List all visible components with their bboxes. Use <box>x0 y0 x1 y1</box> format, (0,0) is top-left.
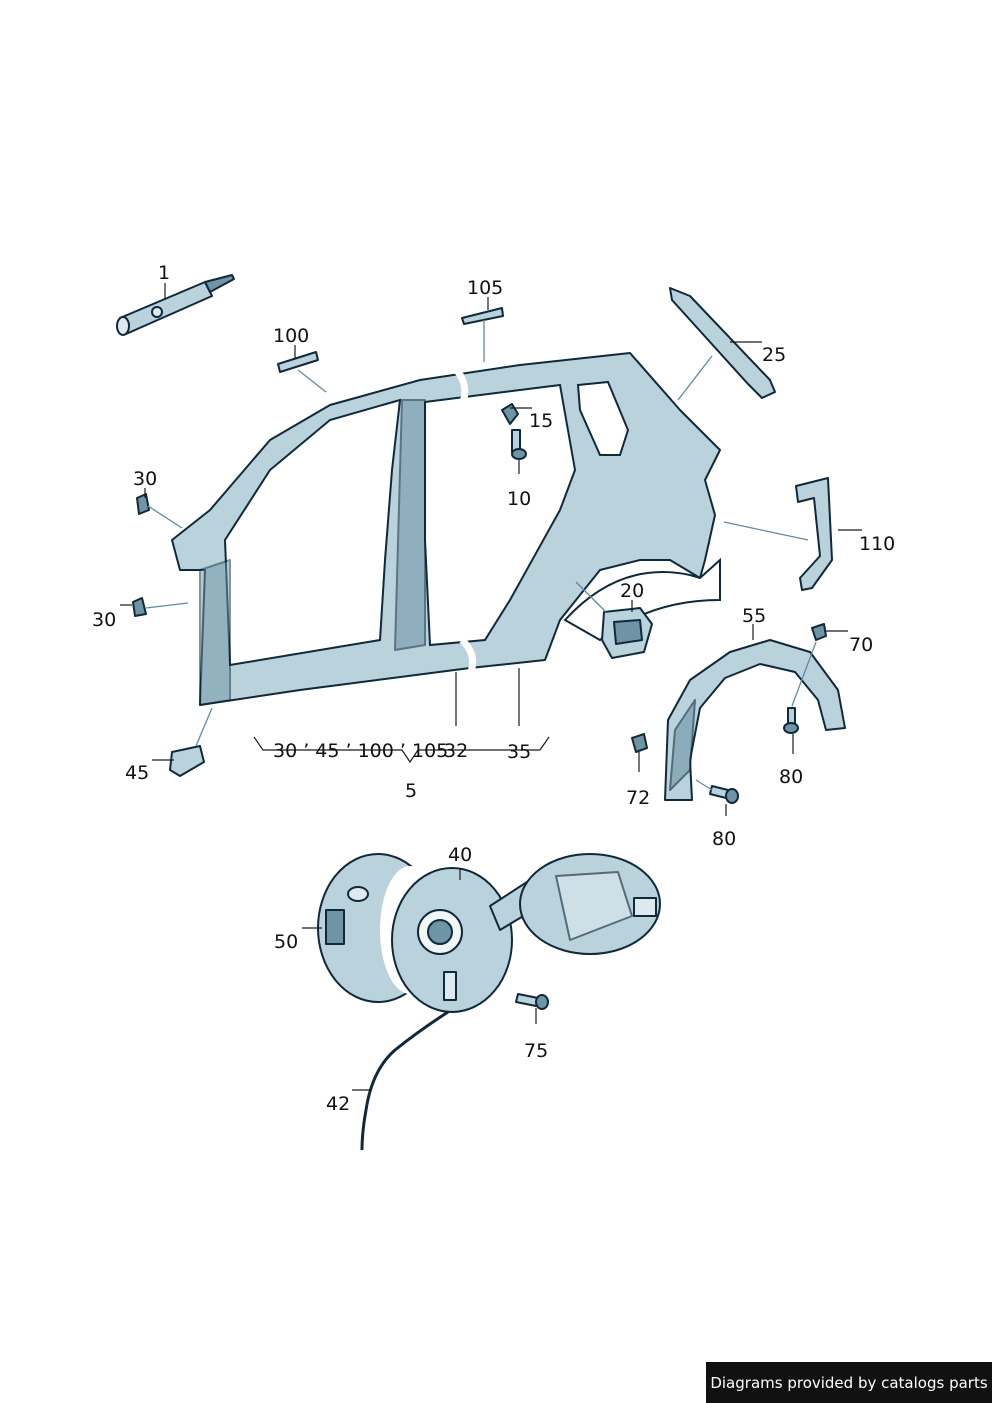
part-25-reinforcement[interactable] <box>669 287 776 401</box>
callout-5[interactable]: 5 <box>405 780 418 802</box>
callout-50[interactable]: 50 <box>274 931 299 953</box>
part-45-bracket[interactable] <box>169 707 213 777</box>
part-20-bracket[interactable] <box>575 581 653 659</box>
callout-80-upper[interactable]: 80 <box>779 766 804 788</box>
footer-credit: Diagrams provided by catalogs parts <box>706 1362 992 1403</box>
callout-55[interactable]: 55 <box>742 605 767 627</box>
callout-30-lower[interactable]: 30 <box>92 609 117 631</box>
callout-100[interactable]: 100 <box>273 325 310 347</box>
callout-35[interactable]: 35 <box>507 741 532 763</box>
part-30-clip-lower[interactable] <box>132 597 189 617</box>
callout-70[interactable]: 70 <box>849 634 874 656</box>
callout-1[interactable]: 1 <box>158 262 171 284</box>
callout-110[interactable]: 110 <box>859 533 896 555</box>
part-80-screw-lower[interactable] <box>695 779 739 804</box>
leader-lines <box>120 283 862 1091</box>
callout-72[interactable]: 72 <box>626 787 651 809</box>
callout-42[interactable]: 42 <box>326 1093 351 1115</box>
part-70-clip[interactable] <box>811 623 827 641</box>
callout-15[interactable]: 15 <box>529 410 554 432</box>
callout-32[interactable]: 32 <box>444 740 469 762</box>
part-42-cable[interactable] <box>360 1010 449 1151</box>
callout-group: 30 ’ 45 ’ 100 ’ 105 <box>273 740 449 762</box>
callout-105[interactable]: 105 <box>467 277 504 299</box>
part-72-clip[interactable] <box>631 733 648 753</box>
fuel-door-flap[interactable] <box>489 853 661 955</box>
part-110-bracket[interactable] <box>723 477 833 591</box>
callout-40[interactable]: 40 <box>448 844 473 866</box>
part-30-clip-upper[interactable] <box>136 493 183 529</box>
part-55-wheel-housing-liner[interactable] <box>664 639 846 801</box>
callout-75[interactable]: 75 <box>524 1040 549 1062</box>
part-10-screw[interactable] <box>511 429 527 460</box>
callout-20[interactable]: 20 <box>620 580 645 602</box>
part-75-screw[interactable] <box>515 993 549 1010</box>
part-40-filler-housing[interactable] <box>391 867 513 1013</box>
part-1-tube[interactable] <box>116 274 235 336</box>
part-105-bracket[interactable] <box>461 307 504 362</box>
callout-10[interactable]: 10 <box>507 488 532 510</box>
callout-30-upper[interactable]: 30 <box>133 468 158 490</box>
part-15-clip[interactable] <box>501 403 519 425</box>
part-100-bracket[interactable] <box>277 351 327 393</box>
callout-80-lower[interactable]: 80 <box>712 828 737 850</box>
part-80-screw-upper[interactable] <box>783 641 817 734</box>
callout-45[interactable]: 45 <box>125 762 150 784</box>
callout-25[interactable]: 25 <box>762 344 787 366</box>
